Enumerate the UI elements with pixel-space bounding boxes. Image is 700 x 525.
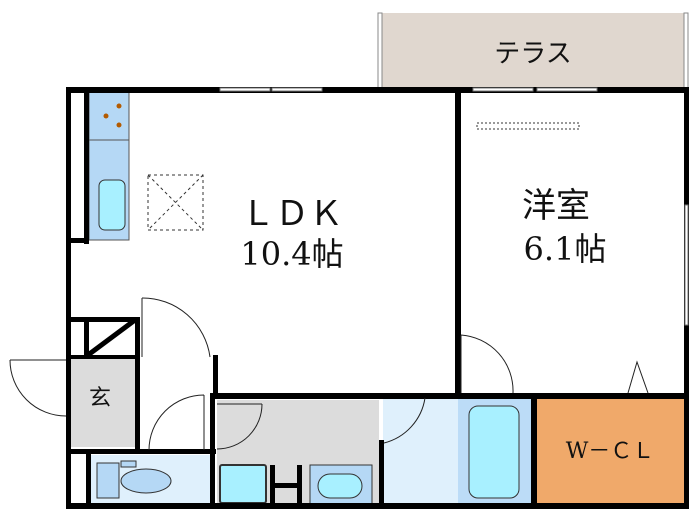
bathtub-icon bbox=[468, 405, 520, 499]
wcl-label: W－ＣＬ bbox=[566, 439, 655, 464]
toilet-bowl-icon bbox=[120, 468, 172, 494]
western-room-size: 6.1帖 bbox=[524, 230, 607, 268]
washing-machine-icon bbox=[219, 464, 267, 504]
ldk-size: 10.4帖 bbox=[240, 235, 343, 273]
terrace-area bbox=[381, 13, 687, 89]
entrance-door bbox=[9, 359, 67, 417]
window bbox=[472, 87, 534, 92]
window bbox=[684, 204, 689, 326]
doors bbox=[9, 297, 649, 451]
window bbox=[219, 87, 271, 92]
toilet-tank-icon bbox=[96, 462, 120, 499]
western-room-label: 洋室 bbox=[522, 186, 590, 226]
dressing-room bbox=[383, 398, 458, 506]
stove-burner-icon bbox=[116, 122, 122, 128]
walk-in-closet bbox=[536, 398, 686, 506]
window bbox=[271, 87, 323, 92]
terrace-rail-right bbox=[683, 12, 689, 90]
toilet-door bbox=[148, 394, 205, 451]
western-door bbox=[460, 334, 514, 394]
hall-door bbox=[141, 297, 211, 358]
closet-rail-icon bbox=[476, 122, 580, 130]
terrace-label: テラス bbox=[494, 39, 571, 69]
ldk-label: ＬＤＫ bbox=[241, 194, 343, 234]
ceiling-storage-icon bbox=[147, 174, 204, 231]
closet-door-marker bbox=[627, 360, 649, 394]
terrace-rail-left bbox=[377, 12, 383, 90]
kitchen-sink-icon bbox=[98, 179, 126, 231]
stove-burner-icon bbox=[116, 103, 122, 109]
washbasin-bowl-icon bbox=[317, 473, 363, 499]
entrance-label: 玄 bbox=[89, 386, 111, 411]
stove-burner-icon bbox=[103, 113, 109, 119]
entrance-area bbox=[70, 357, 136, 447]
washroom-door bbox=[216, 403, 263, 450]
dressing-door bbox=[383, 397, 426, 444]
window bbox=[536, 87, 598, 92]
